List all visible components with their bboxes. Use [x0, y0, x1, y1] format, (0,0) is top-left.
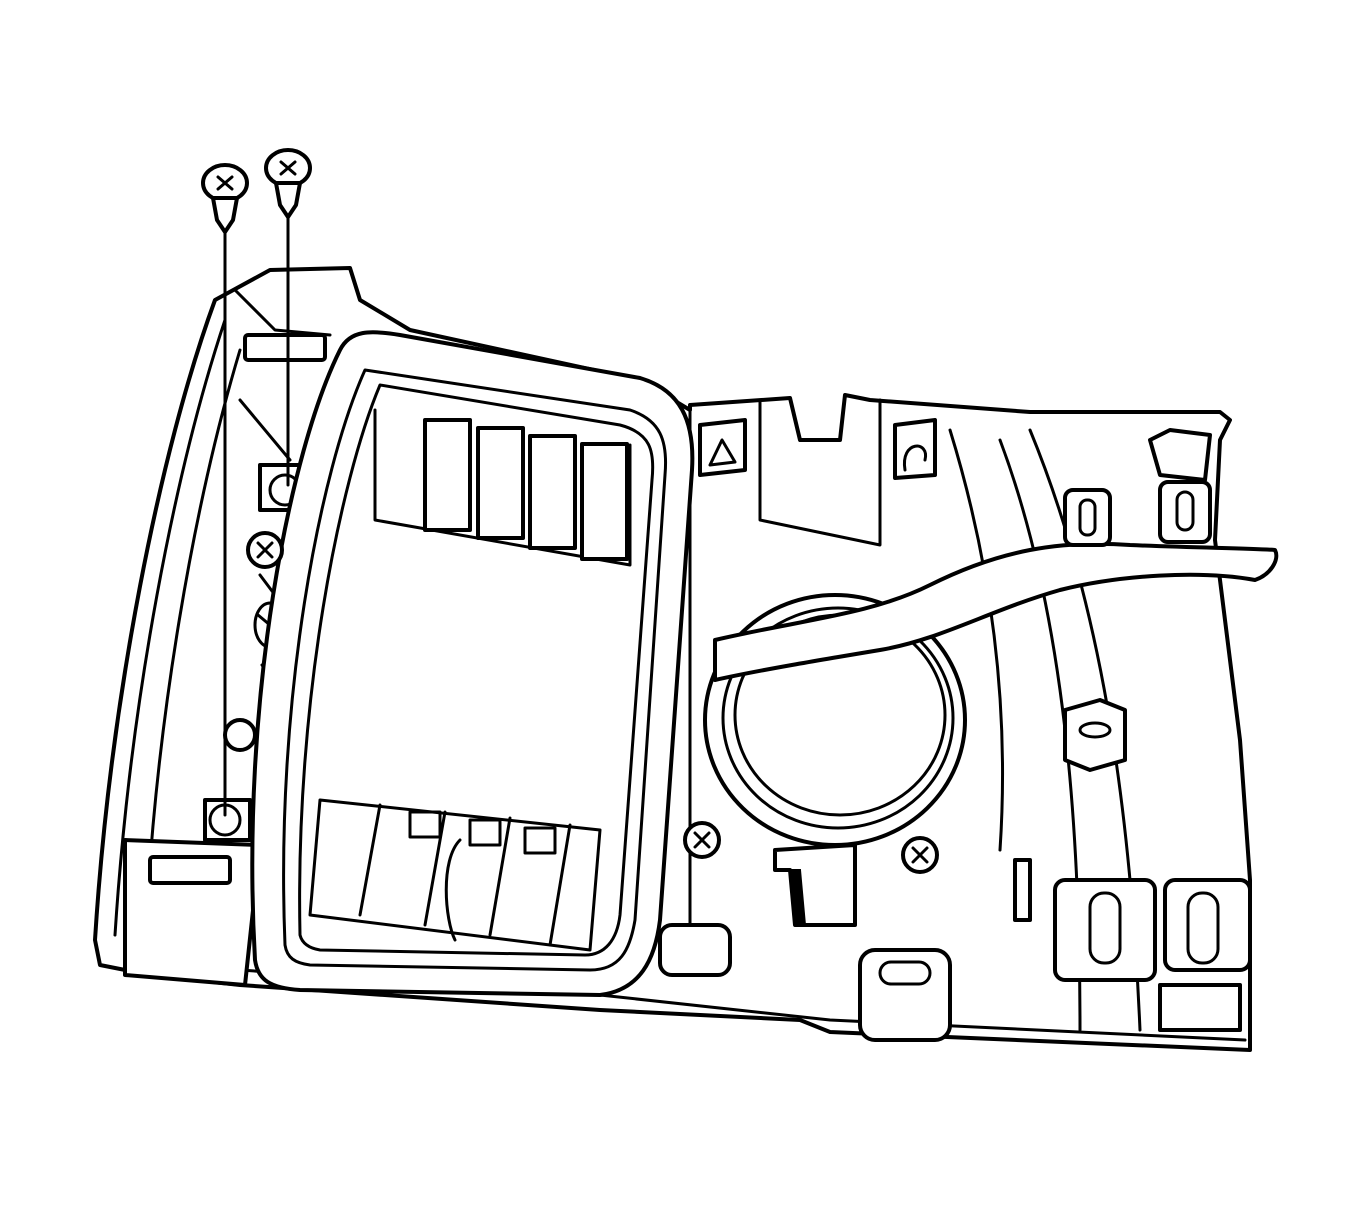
window-frame [250, 330, 695, 997]
installed-screws [246, 531, 939, 874]
wiring-harness [713, 541, 1279, 682]
screw-icon [901, 836, 939, 874]
screw-icon[interactable] [264, 148, 312, 219]
screw-icon[interactable] [201, 163, 249, 234]
screw-icon [683, 821, 721, 859]
lower-tabs [308, 798, 602, 952]
removed-screws [201, 148, 312, 817]
upper-tabs [373, 408, 632, 567]
right-features [658, 418, 1252, 1042]
screw-icon [246, 531, 284, 569]
